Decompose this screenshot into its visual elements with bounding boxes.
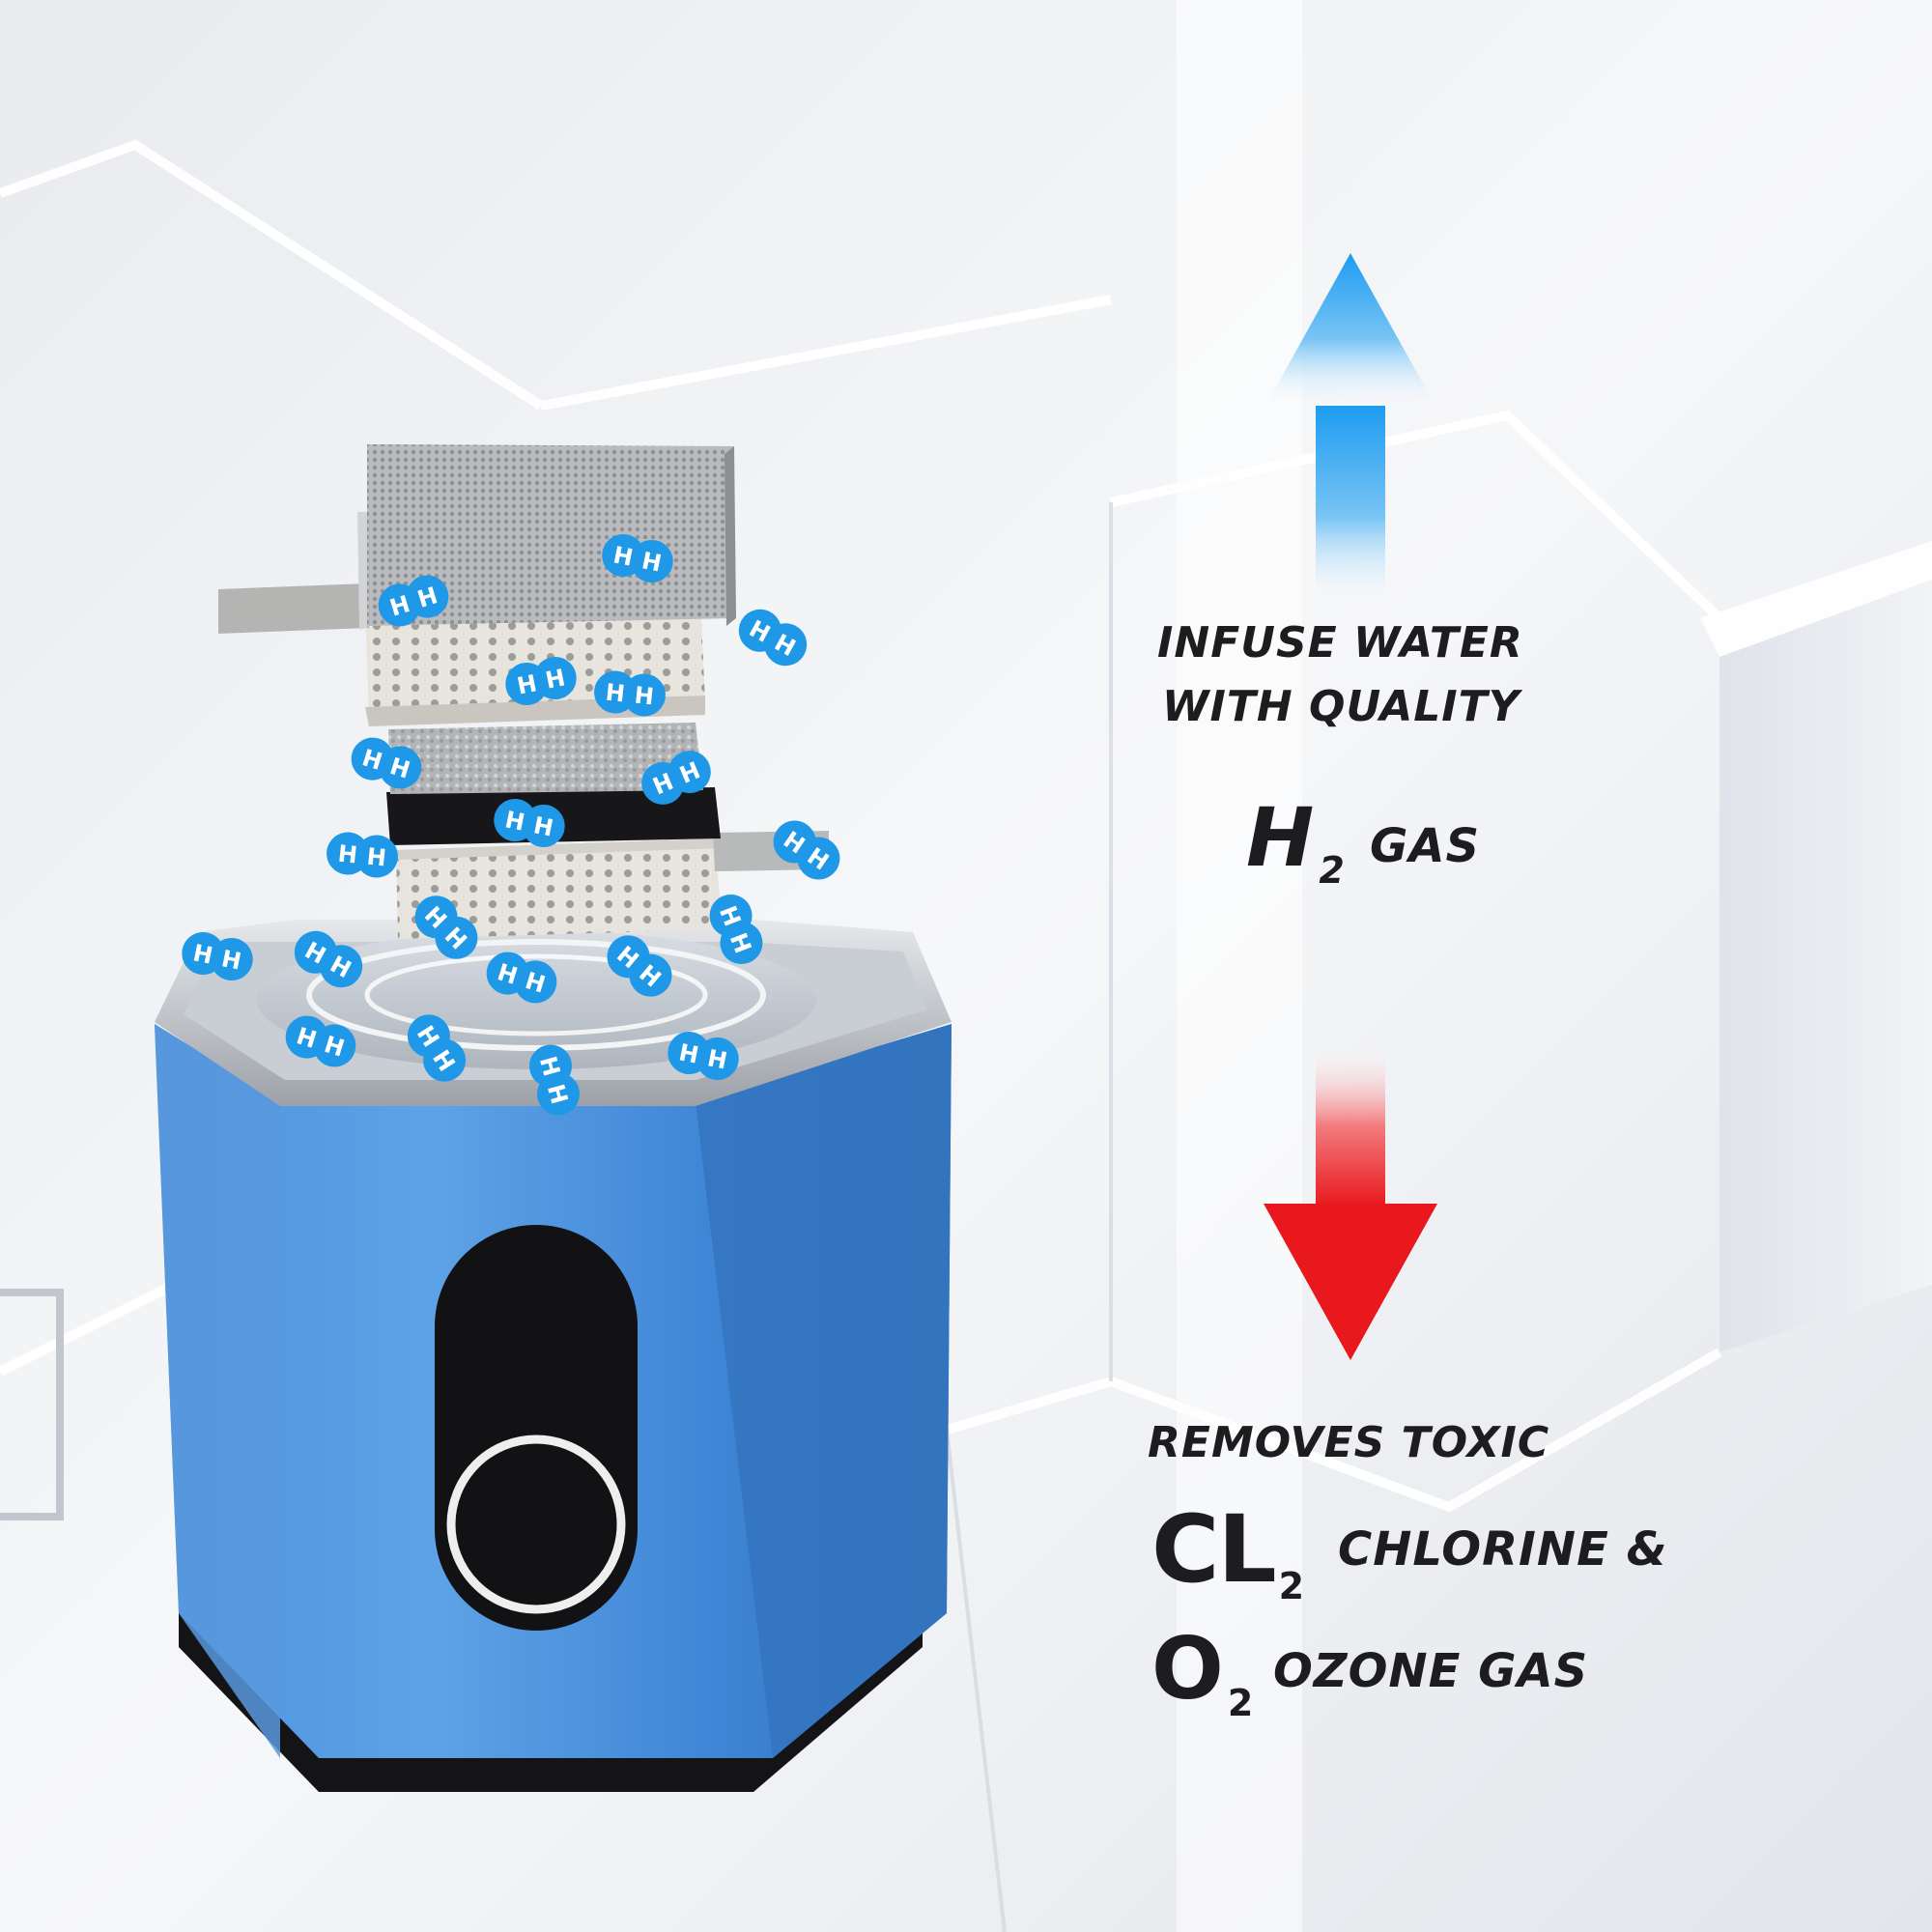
h-atom — [764, 623, 808, 667]
h-atom-label: H — [605, 679, 627, 708]
h-atom — [320, 945, 363, 988]
chlorine-label: CHLORINE & — [1338, 1522, 1668, 1577]
h2-subscript: 2 — [1319, 849, 1346, 892]
h-atom — [668, 751, 711, 794]
h-atom — [406, 575, 449, 618]
h2-molecule-icon: HH — [641, 751, 711, 805]
h2-molecule-icon: HH — [709, 895, 763, 964]
h2-molecule-icon: HH — [407, 1014, 467, 1082]
h2-symbol: H — [1246, 790, 1316, 885]
h-atom — [210, 937, 253, 980]
ozone-label: OZONE GAS — [1273, 1644, 1589, 1698]
up-arrow-icon — [1264, 253, 1437, 609]
h-atom — [313, 1024, 356, 1067]
h-atom — [435, 916, 478, 959]
h-atom-label: H — [337, 840, 359, 869]
infuse-line1: INFUSE WATER — [1157, 618, 1523, 668]
h2-molecule-icon: HH — [607, 935, 672, 997]
h2-molecule-icon: HH — [414, 895, 478, 959]
down-arrow-icon — [1264, 1043, 1437, 1360]
h-atom — [630, 539, 673, 582]
h-atom — [622, 673, 666, 717]
h-atom-label: H — [633, 682, 655, 711]
h-atom — [514, 960, 557, 1004]
h-atom — [379, 746, 422, 789]
control-window — [435, 1225, 638, 1631]
h2-molecule-icon: HH — [738, 609, 808, 667]
cl-subscript: 2 — [1278, 1565, 1304, 1607]
h-atom-label: H — [365, 843, 387, 872]
h2-molecule-icon: HH — [528, 1044, 581, 1116]
h2-molecule-icon: HH — [773, 820, 840, 880]
h2-molecule-icon: HH — [294, 930, 363, 988]
o-symbol: O — [1151, 1619, 1224, 1719]
h-atom — [537, 1072, 581, 1116]
h-atom — [355, 835, 398, 878]
h-atom — [522, 804, 565, 847]
infuse-line2: WITH QUALITY — [1162, 682, 1520, 731]
o-subscript: 2 — [1227, 1682, 1254, 1724]
power-button — [446, 1435, 626, 1614]
h2-gas-label: GAS — [1370, 819, 1481, 873]
h-atom — [423, 1038, 467, 1082]
h-atom — [720, 921, 763, 964]
electrode-stack — [218, 444, 829, 939]
h-atom — [629, 953, 672, 997]
cl-symbol: CL — [1151, 1495, 1277, 1604]
h-atom — [696, 1037, 739, 1080]
h-atom — [533, 657, 577, 700]
h-atom — [797, 837, 840, 880]
removes-line1: REMOVES TOXIC — [1148, 1418, 1550, 1467]
